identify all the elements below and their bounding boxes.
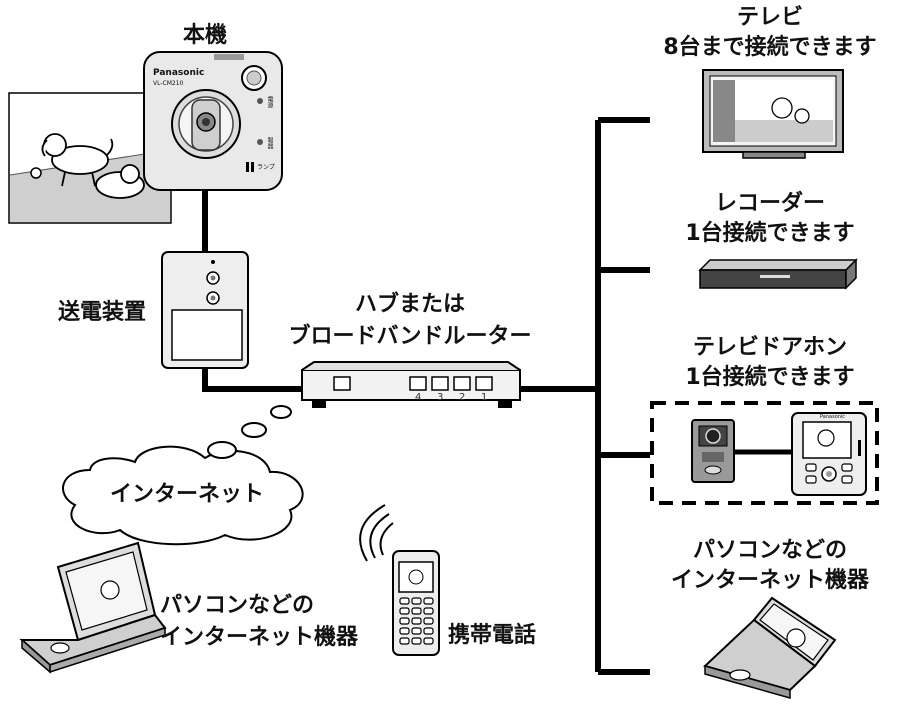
hub-port-3 bbox=[431, 376, 449, 391]
connection-lines bbox=[202, 117, 650, 675]
hub-port-label: 1 bbox=[481, 392, 488, 403]
pc-right-label-line1: パソコンなどの bbox=[692, 538, 847, 563]
power-unit-label: 送電装置 bbox=[58, 300, 147, 325]
hub-label-line2: ブロードバンドルーター bbox=[288, 324, 532, 349]
hub-port-2 bbox=[453, 376, 471, 391]
ball-icon bbox=[30, 167, 42, 179]
hub-device bbox=[301, 361, 521, 408]
hub-uplink-port bbox=[333, 376, 351, 391]
recorder-label-line2: 1台接続できます bbox=[685, 221, 855, 246]
camera-label: 本機 bbox=[183, 23, 228, 48]
doorphone-monitor bbox=[791, 412, 867, 496]
left-laptop-device bbox=[19, 541, 167, 674]
recorder-label-line1: レコーダー bbox=[714, 191, 825, 216]
cat-icon bbox=[95, 164, 145, 199]
camera-power-text: 電源 bbox=[266, 96, 273, 108]
dog-icon bbox=[41, 133, 114, 187]
camera-brand-text: Panasonic bbox=[153, 68, 205, 78]
pc-left-label-line1: パソコンなどの bbox=[160, 593, 315, 618]
hub-port-label: 2 bbox=[459, 392, 466, 403]
doorphone-brand-text: Panasonic bbox=[820, 414, 846, 420]
power-to-hub-line bbox=[202, 368, 302, 392]
doorphone-group-border bbox=[650, 401, 879, 505]
power-unit-device bbox=[161, 251, 249, 369]
doorphone-label-line2: 1台接続できます bbox=[685, 365, 855, 390]
hub-label-line1: ハブまたは bbox=[354, 292, 465, 317]
camera-model-text: VL-CM210 bbox=[153, 80, 184, 87]
recorder-device bbox=[698, 258, 858, 290]
camera-led-text: ランプ bbox=[257, 164, 275, 171]
mobile-label: 携帯電話 bbox=[448, 623, 537, 648]
right-laptop-device bbox=[703, 596, 837, 699]
pc-right-label-line2: インターネット機器 bbox=[670, 568, 869, 593]
camera-alarm-text: 報器 bbox=[266, 137, 273, 149]
hub-port-label: 4 bbox=[415, 392, 422, 403]
tv-device bbox=[702, 69, 844, 159]
hub-port-4 bbox=[409, 376, 427, 391]
internet-label: インターネット bbox=[110, 482, 265, 507]
tv-label-line2: 8台まで接続できます bbox=[663, 35, 877, 60]
doorphone-outdoor-station bbox=[691, 419, 735, 483]
tv-label-line1: テレビ bbox=[736, 5, 803, 30]
mobile-phone-device bbox=[359, 504, 440, 656]
pc-left-label-line2: インターネット機器 bbox=[160, 625, 359, 650]
hub-port-1 bbox=[475, 376, 493, 391]
hub-port-label: 3 bbox=[437, 392, 444, 403]
doorphone-label-line1: テレビドアホン bbox=[692, 335, 847, 360]
camera-device bbox=[143, 51, 283, 191]
internet-cloud bbox=[62, 405, 304, 546]
